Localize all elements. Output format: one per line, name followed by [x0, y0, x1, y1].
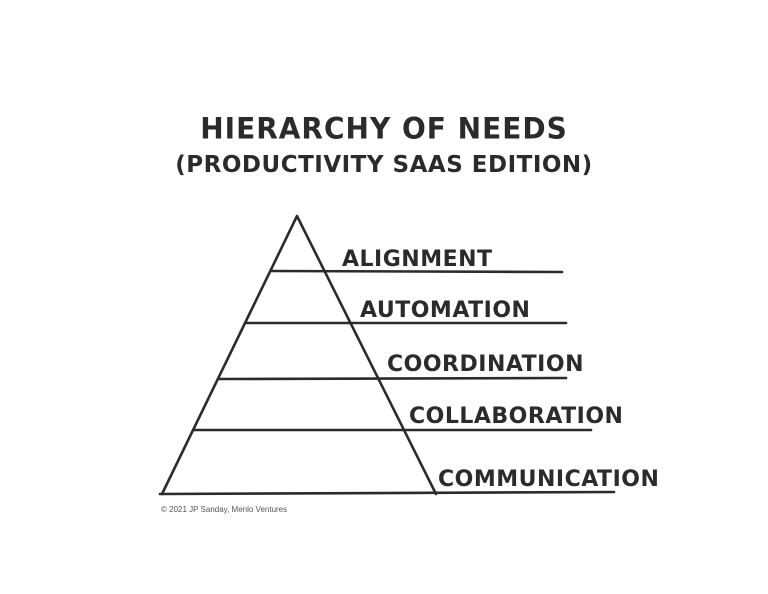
tier-divider-alignment	[269, 269, 564, 274]
tier-label-collaboration: COLLABORATION	[409, 404, 623, 429]
pyramid-outline	[160, 214, 438, 496]
tier-label-communication: COMMUNICATION	[438, 467, 659, 492]
tier-label-coordination: COORDINATION	[387, 352, 584, 377]
tier-divider-coordination	[217, 376, 568, 381]
diagram-subtitle: (PRODUCTIVITY SAAS EDITION)	[175, 152, 593, 178]
tier-label-automation: AUTOMATION	[360, 298, 530, 323]
diagram-title: HIERARCHY OF NEEDS	[200, 111, 568, 146]
copyright-credit: © 2021 JP Sanday, Menlo Ventures	[161, 505, 288, 514]
pyramid-base-line	[158, 490, 616, 496]
tier-label-alignment: ALIGNMENT	[342, 247, 493, 272]
